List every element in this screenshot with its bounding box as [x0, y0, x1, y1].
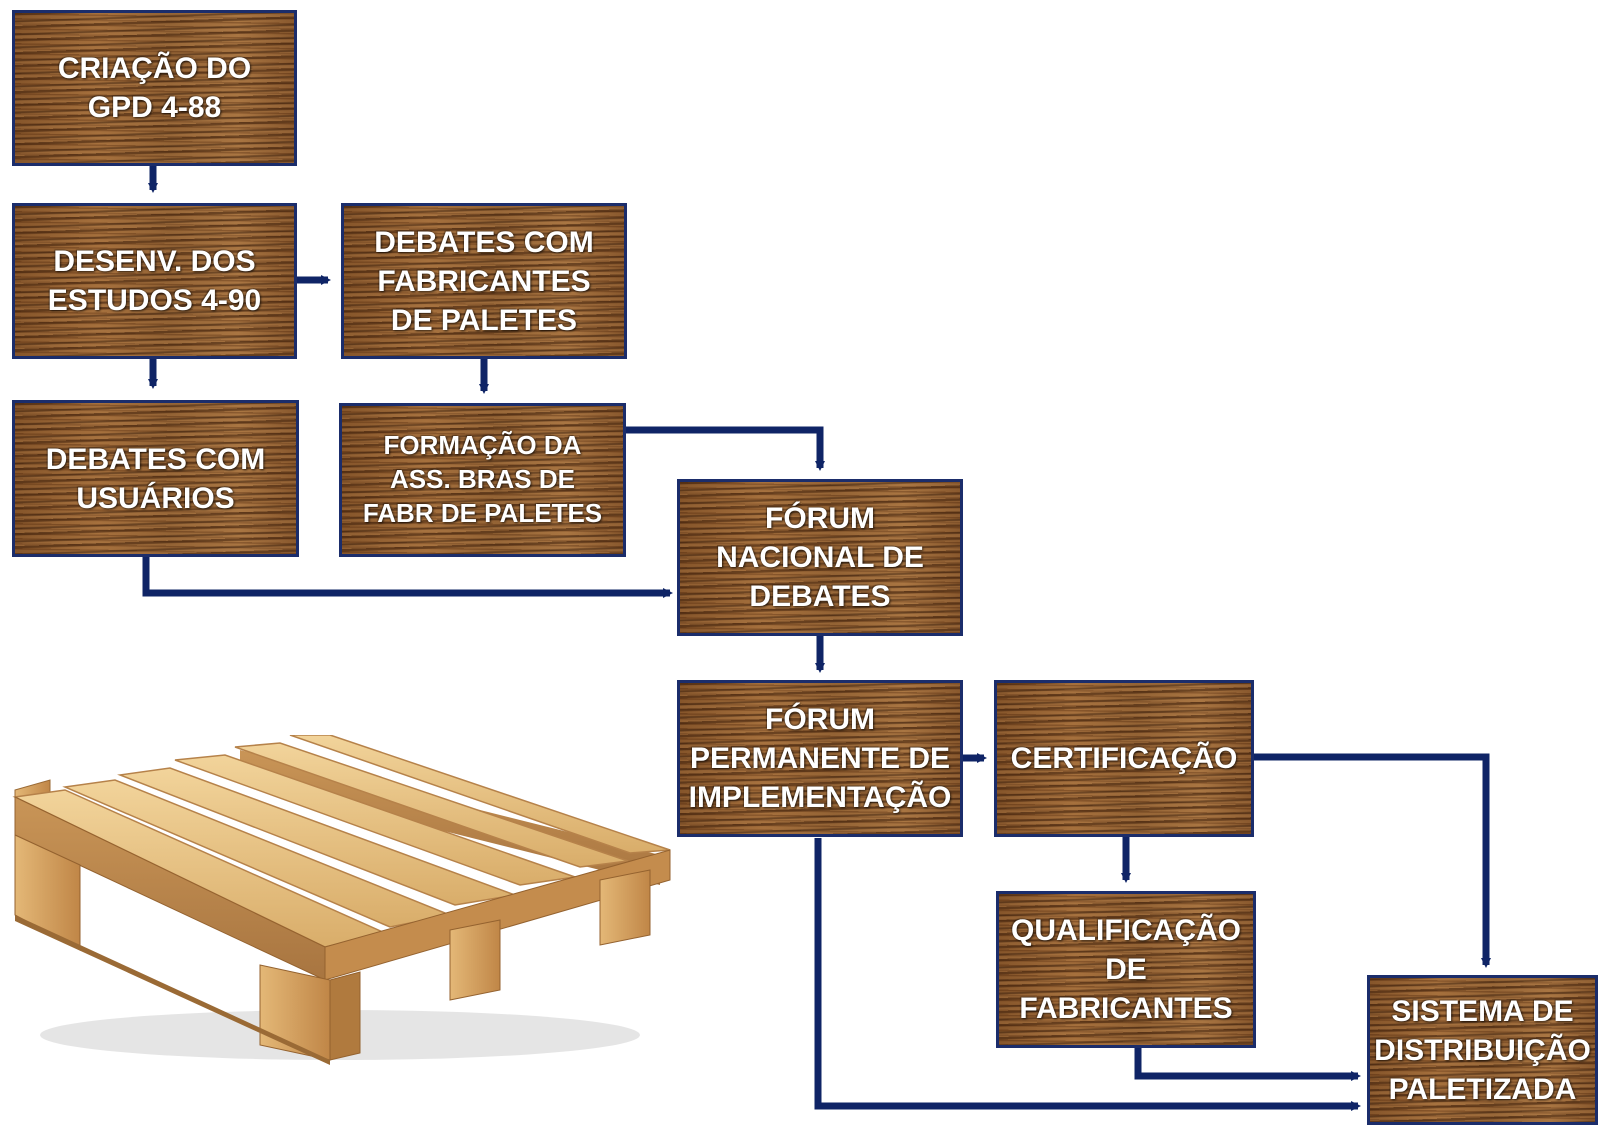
node-debates-usuarios-label: DEBATES COM USUÁRIOS [45, 442, 266, 515]
node-forum-permanente-label: FÓRUM PERMANENTE DE IMPLEMENTAÇÃO [688, 703, 952, 814]
edge-qualificacao-sistema [1134, 1046, 1361, 1081]
node-qualificacao-label: QUALIFICAÇÃO DE FABRICANTES [1011, 914, 1241, 1025]
node-debates-usuarios: DEBATES COM USUÁRIOS [12, 400, 299, 557]
node-desenv-label: DESENV. DOS ESTUDOS 4-90 [47, 245, 262, 317]
node-formacao-label: FORMAÇÃO DA ASS. BRAS DE FABR DE PALETES [362, 430, 603, 528]
node-forum-nacional-label: FÓRUM NACIONAL DE DEBATES [716, 502, 924, 613]
wooden-pallet-icon [12, 735, 671, 1065]
node-forum-permanente: FÓRUM PERMANENTE DE IMPLEMENTAÇÃO [677, 680, 963, 837]
edge-debates-usuarios-forum-nacional [142, 557, 673, 598]
edge-formacao-forum-nacional [625, 426, 825, 471]
node-desenv: DESENV. DOS ESTUDOS 4-90 [12, 203, 297, 359]
node-certificacao: CERTIFICAÇÃO [994, 680, 1254, 837]
node-debates-fabricantes: DEBATES COM FABRICANTES DE PALETES [341, 203, 627, 359]
node-debates-fabricantes-label: DEBATES COM FABRICANTES DE PALETES [374, 225, 594, 337]
node-sistema: SISTEMA DE DISTRIBUIÇÃO PALETIZADA [1367, 975, 1598, 1125]
node-sistema-label: SISTEMA DE DISTRIBUIÇÃO PALETIZADA [1374, 994, 1591, 1106]
node-criacao-label: CRIAÇÃO DO GPD 4-88 [57, 52, 252, 124]
node-formacao: FORMAÇÃO DA ASS. BRAS DE FABR DE PALETES [339, 403, 626, 557]
edge-certificacao-sistema [1254, 753, 1491, 968]
node-certificacao-label: CERTIFICAÇÃO [1010, 742, 1238, 775]
node-forum-nacional: FÓRUM NACIONAL DE DEBATES [677, 479, 963, 636]
node-qualificacao: QUALIFICAÇÃO DE FABRICANTES [996, 891, 1256, 1048]
node-criacao: CRIAÇÃO DO GPD 4-88 [12, 10, 297, 166]
